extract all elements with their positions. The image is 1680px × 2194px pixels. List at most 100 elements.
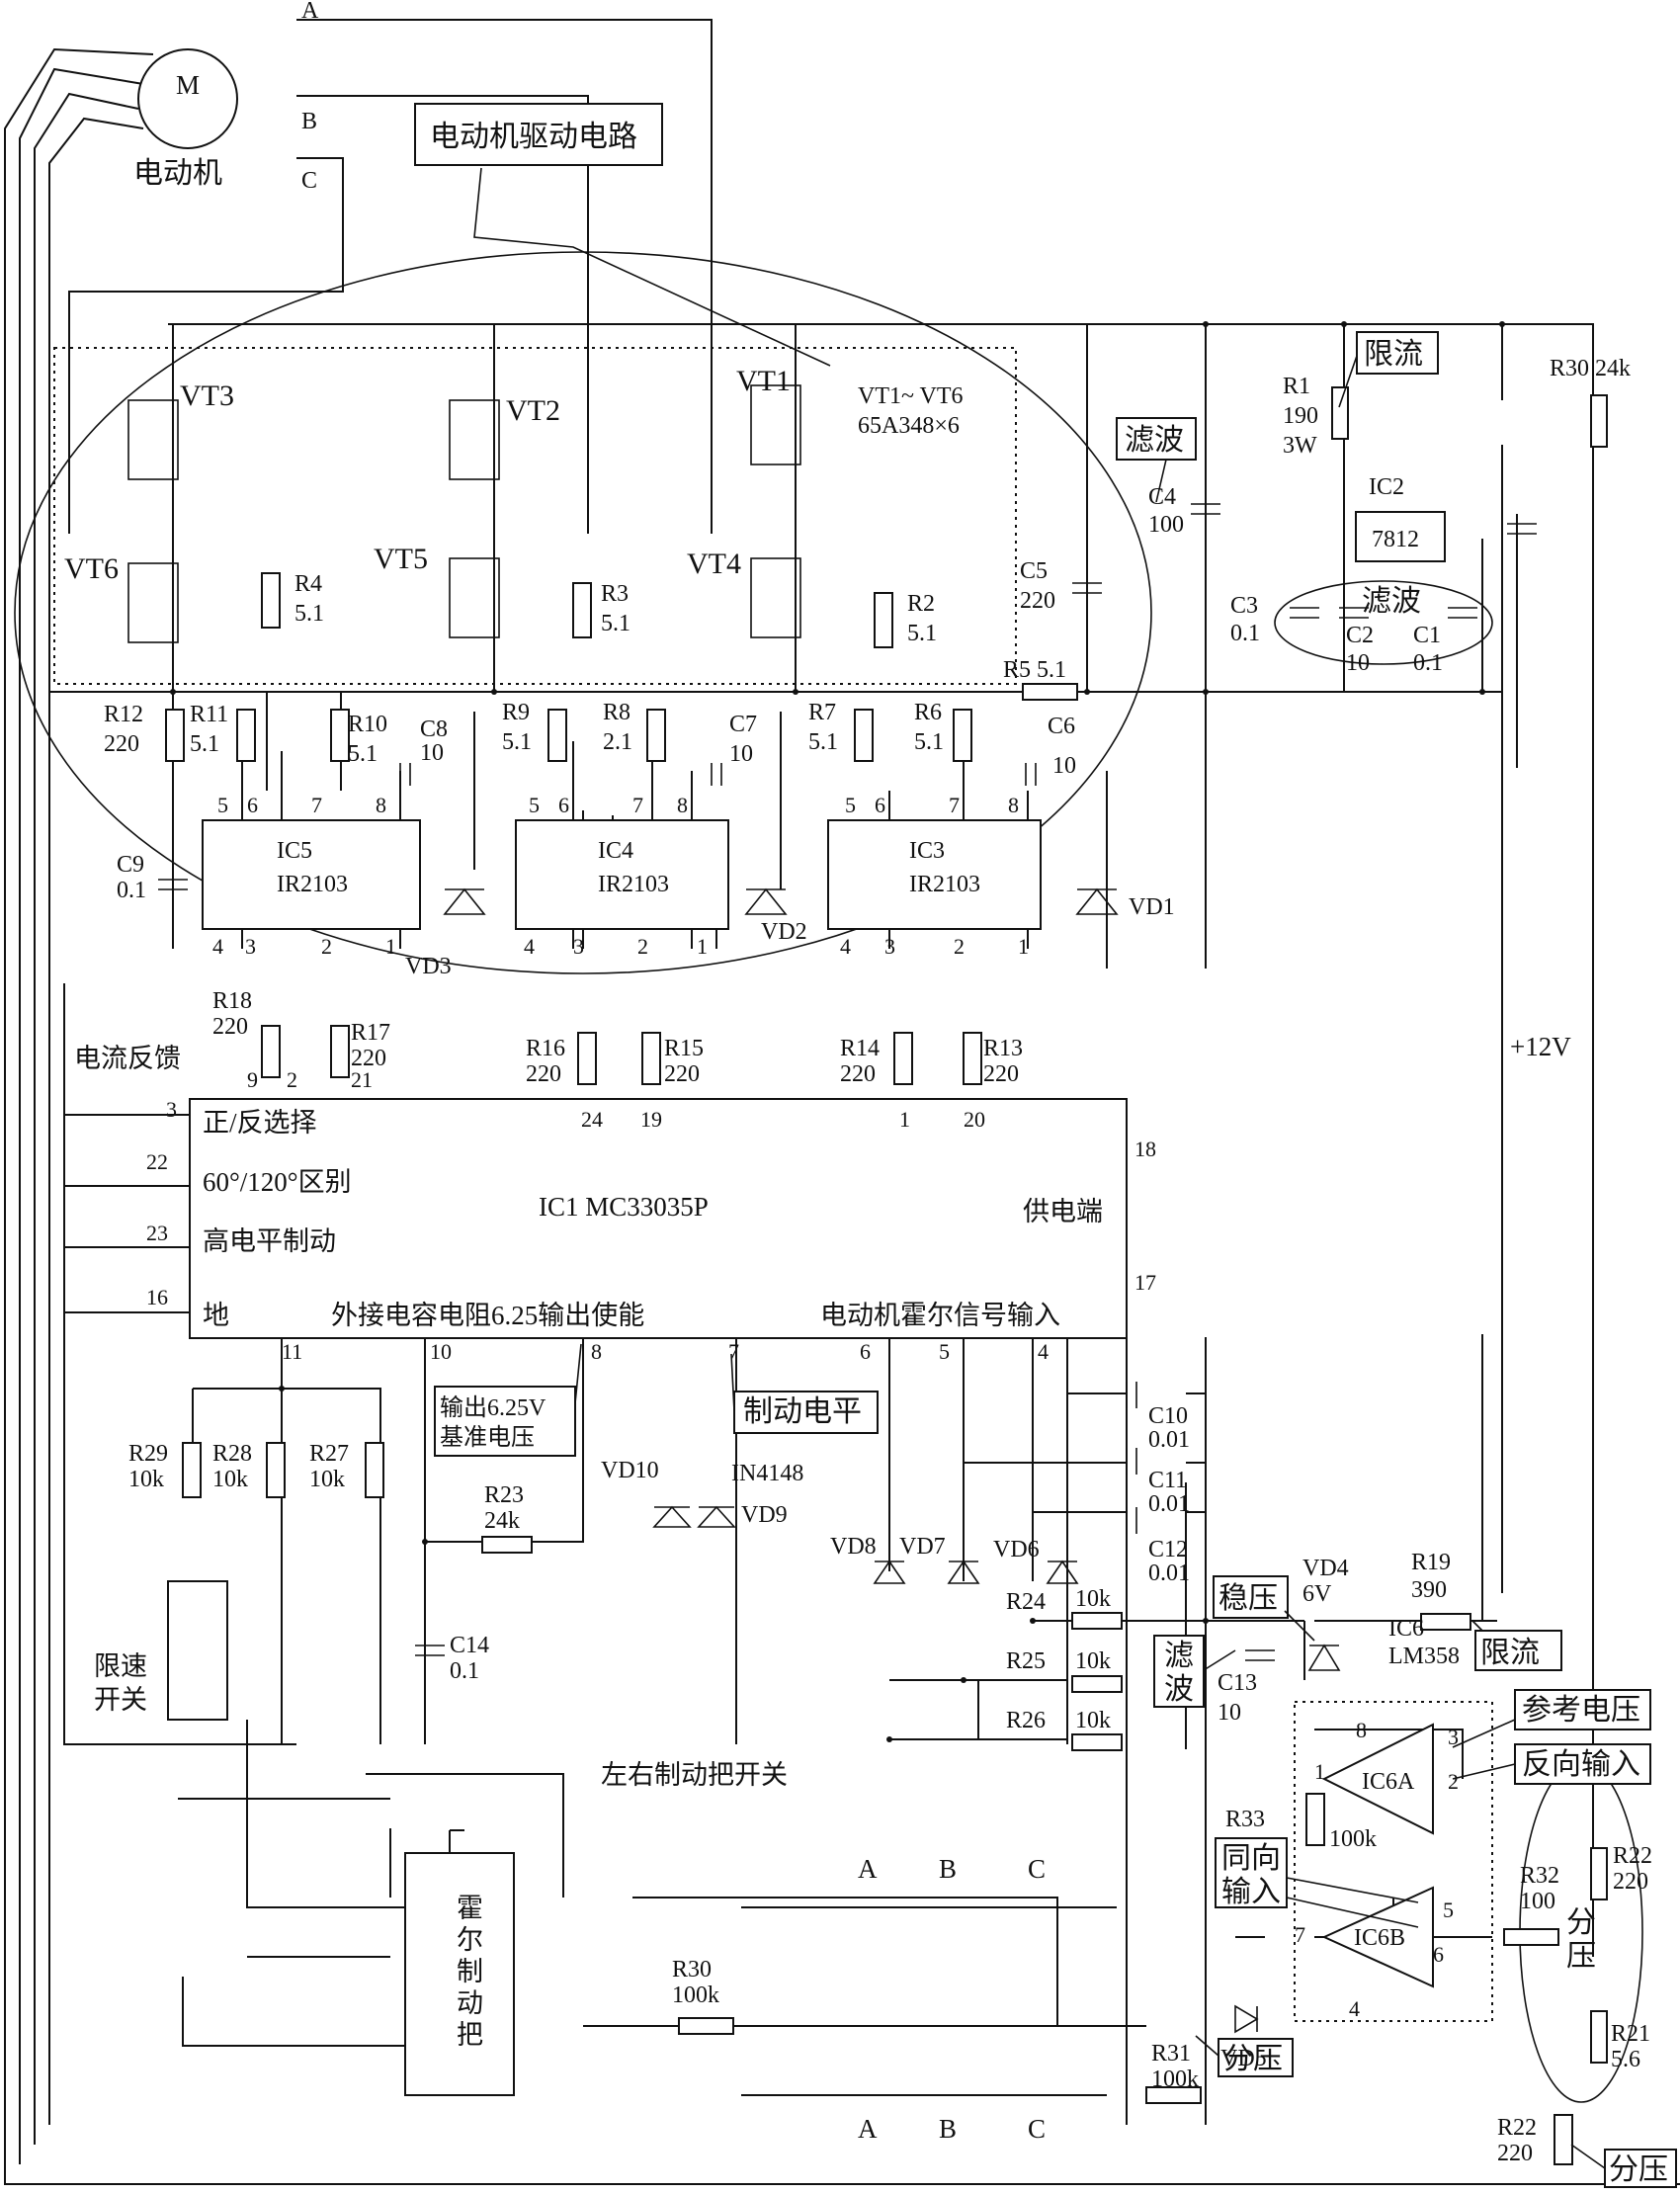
callout-divider-r21: 分压 <box>1566 1906 1596 1973</box>
ic6-pin-1: 3 <box>1448 1725 1459 1749</box>
ic6a-label: IC6A <box>1362 1769 1415 1795</box>
phase-a-label: A <box>301 0 319 24</box>
r33-label: R33 <box>1225 1807 1265 1832</box>
ic1-left-pin-0: 3 <box>166 1097 177 1122</box>
ic5-box <box>202 819 421 930</box>
ic1-bottom-pin-6: 4 <box>1038 1339 1049 1364</box>
ic5-pin-4: 4 <box>212 934 223 959</box>
bus-c-bottom-label: C <box>1028 2114 1046 2144</box>
resistors <box>165 386 1608 2165</box>
ic1-label: IC1 MC33035P <box>539 1192 709 1222</box>
ic3-pin-6: 2 <box>954 934 965 959</box>
ic1-top-pin-1: 2 <box>287 1067 297 1092</box>
ic4-pin-4: 4 <box>524 934 535 959</box>
ic1-right-pin-1: 17 <box>1134 1270 1156 1295</box>
ic3-box <box>827 819 1042 930</box>
bus-a-bottom-label: A <box>858 2114 878 2144</box>
top-rail <box>168 323 1594 1957</box>
ic4-pin-7: 1 <box>697 934 708 959</box>
ic1-bottom-pin-0: 11 <box>282 1339 302 1364</box>
ic3-pin-2: 7 <box>949 793 960 817</box>
bus-c-top-label: C <box>1028 1854 1046 1884</box>
vd5-label: VD5 <box>1220 2046 1267 2071</box>
ic6-pin-4: 5 <box>1443 1898 1454 1922</box>
ic6-pin-5: 6 <box>1433 1942 1444 1967</box>
ic3-pin-7: 1 <box>1018 934 1029 959</box>
capacitors <box>158 503 1537 1661</box>
ic5-pin-2: 7 <box>311 793 322 817</box>
ic1-bottom-pin-3: 7 <box>728 1339 739 1364</box>
ic1-high-brake-label: 高电平制动 <box>203 1226 336 1256</box>
ic1-bottom-pin-2: 8 <box>591 1339 602 1364</box>
bus-b-bottom-label: B <box>939 2114 957 2144</box>
ic4-box <box>515 819 729 930</box>
motor-symbol-label: M <box>176 70 200 100</box>
ic1-top-pin-2: 21 <box>351 1067 373 1092</box>
r5-label: R5 5.1 <box>1003 657 1066 683</box>
callout-drive-box <box>414 103 663 166</box>
callout-filter-c123: 滤波 <box>1362 585 1421 618</box>
ic1-supply-label: 供电端 <box>1023 1197 1103 1226</box>
diodes <box>443 887 1341 2034</box>
ic6-enclosure <box>1294 1701 1493 2022</box>
speed-switch-box <box>167 1580 228 1721</box>
ic5-pin-0: 5 <box>217 793 228 817</box>
ic1-top-pin-3: 24 <box>581 1107 603 1132</box>
ic1-left-pin-2: 23 <box>146 1221 168 1245</box>
vd6-label: VD6 <box>993 1537 1040 1562</box>
ic1-top-pin-5: 1 <box>899 1107 910 1132</box>
ic5-pin-7: 1 <box>385 934 396 959</box>
vd7-label: VD7 <box>899 1534 946 1560</box>
ic1-bottom-pin-5: 5 <box>939 1339 950 1364</box>
r26-label: R26 <box>1006 1708 1046 1733</box>
ic5-pin-3: 8 <box>376 793 386 817</box>
vd8-label: VD8 <box>830 1534 877 1560</box>
ic1-right-pin-0: 18 <box>1134 1137 1156 1161</box>
ic1-top-pin-4: 19 <box>640 1107 662 1132</box>
ic4-pin-1: 6 <box>558 793 569 817</box>
callout-current-limit-r19: 限流 <box>1480 1637 1540 1669</box>
vt1-label: VT1 <box>736 365 791 397</box>
ic1-left-pin-1: 22 <box>146 1149 168 1174</box>
vt4-label: VT4 <box>687 548 741 580</box>
vcc12-rail <box>1501 514 1518 768</box>
ic5-pin-1: 6 <box>247 793 258 817</box>
ic3-pin-5: 3 <box>884 934 895 959</box>
vd1-label: VD1 <box>1129 894 1175 920</box>
callout-regulator: 稳压 <box>1218 1582 1278 1615</box>
speed-switch-label: 限速开关 <box>94 1651 147 1715</box>
ic6-pin-6: 7 <box>1295 1922 1305 1947</box>
callout-drive-circuit: 电动机驱动电路 <box>430 121 637 153</box>
phase-b-label: B <box>301 109 317 134</box>
supply-12v-label: +12V <box>1510 1032 1571 1061</box>
callout-noninverting-input: 同向输入 <box>1221 1842 1281 1908</box>
ic6-pin-3: 1 <box>1314 1759 1325 1784</box>
callout-divider-r31: 分压 <box>1223 2043 1283 2075</box>
c6-value: 10 <box>1052 753 1076 779</box>
ic5-pin-6: 2 <box>321 934 332 959</box>
